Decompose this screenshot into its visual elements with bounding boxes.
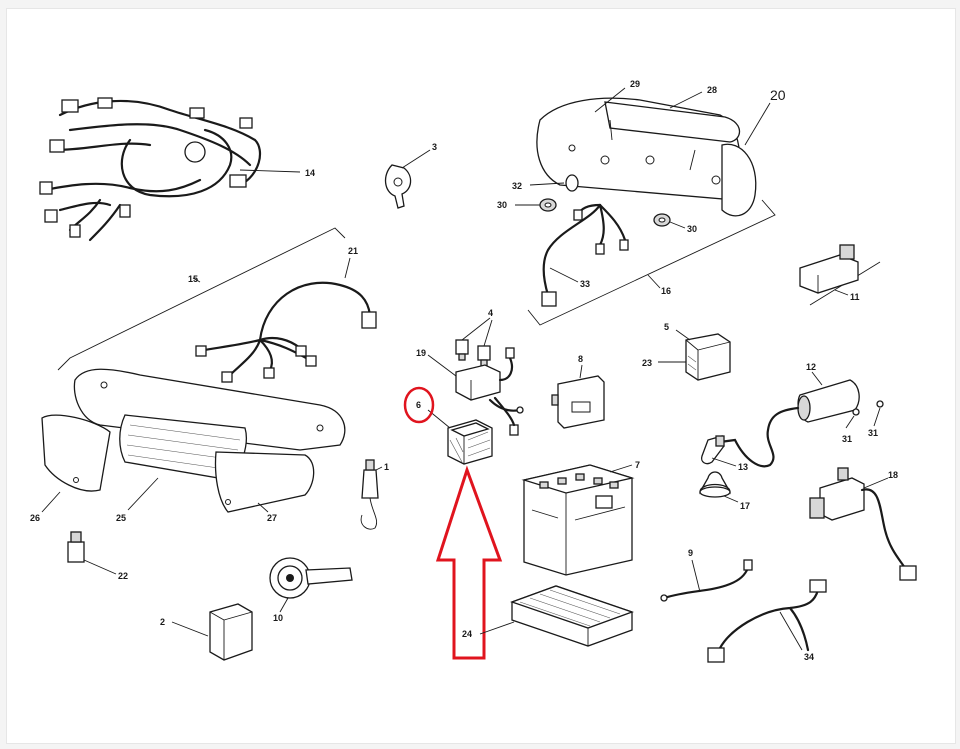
part-26-left-lens[interactable] <box>41 414 111 492</box>
harness-connector <box>39 181 53 195</box>
label-12: 12 <box>806 362 816 372</box>
harness-connector <box>229 174 247 188</box>
label-1: 1 <box>384 462 389 472</box>
label-23: 23 <box>642 358 652 368</box>
part-33-tail-harness[interactable] <box>541 203 629 307</box>
label-25: 25 <box>116 513 126 523</box>
part-13-plug-cap[interactable] <box>700 435 725 465</box>
label-22: 22 <box>118 571 128 581</box>
part-22-connector[interactable] <box>67 531 85 563</box>
part-10-horn[interactable] <box>269 557 353 599</box>
label-20: 20 <box>770 87 786 103</box>
part-12-ignition-coil[interactable] <box>718 379 884 468</box>
part-5-flasher[interactable] <box>685 333 731 381</box>
part-30-grommet-left[interactable] <box>539 198 557 212</box>
part-30-grommet-right[interactable] <box>653 213 671 227</box>
part-14-main-harness[interactable] <box>39 97 262 242</box>
harness-connector <box>97 97 113 109</box>
group-15-bracket <box>57 227 346 371</box>
label-33: 33 <box>580 279 590 289</box>
part-11-relay[interactable] <box>799 244 859 294</box>
harness-connector <box>69 224 81 238</box>
label-4: 4 <box>488 308 493 318</box>
part-32-bulb[interactable] <box>565 174 579 192</box>
label-27: 27 <box>267 513 277 523</box>
label-30-right: 30 <box>687 224 697 234</box>
part-3-clip[interactable] <box>384 164 412 209</box>
part-7-battery[interactable] <box>521 464 635 576</box>
harness-connector <box>61 99 79 113</box>
part-9-battery-cable[interactable] <box>660 559 753 602</box>
label-31-left: 31 <box>842 434 852 444</box>
highlight-circle <box>403 386 435 424</box>
label-30-left: 30 <box>497 200 507 210</box>
label-10: 10 <box>273 613 283 623</box>
part-21-front-harness[interactable] <box>195 281 377 383</box>
harness-connector <box>189 107 205 119</box>
label-19: 19 <box>416 348 426 358</box>
label-14: 14 <box>305 168 315 178</box>
part-2-relay[interactable] <box>209 603 253 661</box>
part-19-fuse-holder[interactable] <box>455 347 524 436</box>
label-11: 11 <box>850 292 860 302</box>
label-18: 18 <box>888 470 898 480</box>
part-18-sensor[interactable] <box>809 467 917 581</box>
label-28: 28 <box>707 85 717 95</box>
label-13: 13 <box>738 462 748 472</box>
label-9: 9 <box>688 548 693 558</box>
harness-grommet <box>184 141 206 163</box>
label-34: 34 <box>804 652 814 662</box>
part-24-battery-pad[interactable] <box>510 585 634 647</box>
part-1-switch[interactable] <box>360 459 379 530</box>
label-26: 26 <box>30 513 40 523</box>
label-32: 32 <box>512 181 522 191</box>
part-8-regulator[interactable] <box>551 375 605 429</box>
harness-connector <box>44 209 58 223</box>
part-34-cable[interactable] <box>707 579 827 663</box>
label-5: 5 <box>664 322 669 332</box>
label-31-right: 31 <box>868 428 878 438</box>
label-2: 2 <box>160 617 165 627</box>
label-17: 17 <box>740 501 750 511</box>
highlight-arrow <box>435 465 503 660</box>
harness-connector <box>49 139 65 153</box>
label-7: 7 <box>635 460 640 470</box>
label-8: 8 <box>578 354 583 364</box>
group-16-bracket <box>527 199 776 326</box>
part-17-boot[interactable] <box>699 471 731 498</box>
label-24: 24 <box>462 629 472 639</box>
part-6-holder[interactable] <box>447 419 493 465</box>
label-3: 3 <box>432 142 437 152</box>
label-6: 6 <box>416 400 421 410</box>
harness-connector <box>119 204 131 218</box>
part-27-right-lens[interactable] <box>214 451 315 513</box>
label-16: 16 <box>661 286 671 296</box>
harness-connector <box>239 117 253 129</box>
label-21: 21 <box>348 246 358 256</box>
label-29: 29 <box>630 79 640 89</box>
part-20-tail-housing[interactable] <box>536 97 757 217</box>
label-15: 15 <box>188 274 198 284</box>
